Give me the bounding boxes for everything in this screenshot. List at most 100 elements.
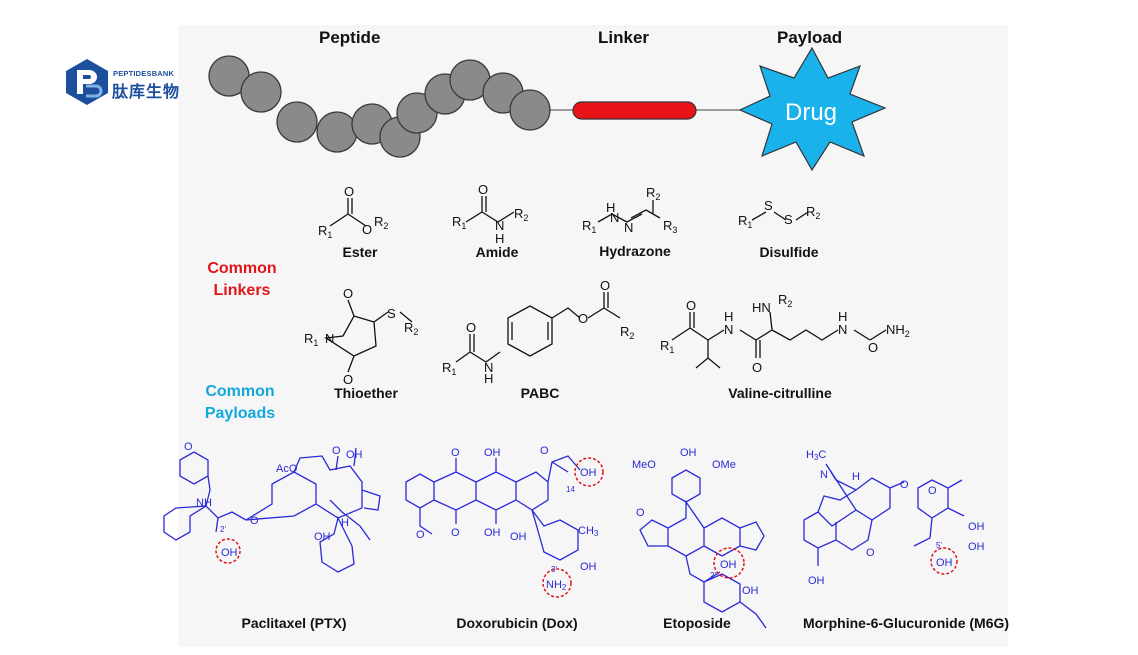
doxorubicin-bonds (405, 455, 581, 561)
payload-name-m6g: Morphine-6-Glucuronide (M6G) (802, 615, 1010, 631)
svg-text:H: H (606, 200, 615, 215)
svg-text:OH: OH (968, 541, 985, 553)
svg-text:NH: NH (196, 497, 212, 509)
svg-text:O: O (900, 479, 909, 491)
svg-text:N: N (495, 218, 504, 233)
svg-text:OH: OH (580, 561, 597, 573)
svg-text:H: H (724, 309, 733, 324)
svg-text:S: S (387, 306, 396, 321)
ester-bonds (329, 198, 367, 227)
svg-text:OH: OH (968, 521, 985, 533)
svg-text:2': 2' (710, 571, 716, 580)
svg-text:O: O (466, 320, 476, 335)
payload-name-doxorubicin: Doxorubicin (Dox) (456, 615, 578, 631)
svg-text:O: O (362, 222, 372, 237)
svg-text:OH: OH (346, 449, 363, 461)
common-payloads-title: Common Payloads (200, 381, 280, 425)
linker-structures: R1 O O R2 R1 O N H R2 R1 H N N R2 R3 R1 … (304, 182, 910, 387)
svg-text:N: N (624, 220, 633, 235)
eto-highlight (713, 547, 745, 579)
svg-text:O: O (578, 311, 588, 326)
section-line: Common (205, 383, 275, 400)
pb-hexagon-logo-icon (66, 59, 108, 105)
pabc-bonds (455, 292, 621, 363)
svg-text:N: N (820, 469, 828, 481)
svg-text:O: O (451, 527, 460, 539)
amide-bonds (465, 196, 515, 223)
linker-bar (572, 101, 697, 120)
svg-text:O: O (600, 278, 610, 293)
brand-name-en: PEPTIDESBANK (113, 69, 175, 78)
m6g-highlight (930, 547, 958, 575)
svg-text:O: O (344, 184, 354, 199)
section-line: Payloads (204, 405, 276, 422)
hydrazone-bonds (597, 200, 661, 223)
valcit-bonds (671, 311, 887, 369)
svg-text:H: H (852, 471, 860, 483)
svg-text:O: O (478, 182, 488, 197)
svg-text:O: O (343, 372, 353, 387)
svg-text:H: H (341, 517, 349, 529)
thioether-bonds (324, 299, 413, 373)
svg-text:H: H (495, 231, 504, 246)
svg-text:N: N (724, 322, 733, 337)
svg-text:OH: OH (580, 467, 597, 479)
svg-text:O: O (343, 286, 353, 301)
svg-text:O: O (451, 447, 460, 459)
payload-name-etoposide: Etoposide (663, 615, 731, 631)
svg-text:CH3: CH3 (578, 525, 599, 538)
svg-text:AcO: AcO (276, 463, 298, 475)
linker-name-valine-citrulline: Valine-citrulline (728, 385, 832, 401)
svg-text:O: O (866, 547, 875, 559)
svg-text:14: 14 (566, 485, 575, 494)
svg-text:O: O (868, 340, 878, 355)
drug-text: Drug (785, 99, 838, 126)
svg-text:N: N (484, 360, 493, 375)
svg-text:H: H (484, 371, 493, 386)
ptx-highlight (215, 538, 241, 564)
conjugate-diagram (208, 46, 887, 172)
svg-text:HN: HN (752, 300, 771, 315)
svg-text:N: N (325, 331, 334, 346)
linker-name-disulfide: Disulfide (759, 244, 819, 260)
peptide-bead (240, 71, 282, 113)
svg-text:3': 3' (551, 565, 557, 574)
svg-text:O: O (416, 529, 425, 541)
m6g-bonds (803, 463, 965, 566)
svg-text:O: O (332, 445, 341, 457)
dox-highlight-oh (574, 457, 604, 487)
svg-text:O: O (540, 445, 549, 457)
svg-text:O: O (752, 360, 762, 375)
svg-text:OH: OH (742, 585, 759, 597)
svg-text:OH: OH (720, 559, 737, 571)
svg-text:OH: OH (314, 531, 331, 543)
svg-text:O: O (686, 298, 696, 313)
drug-star (738, 46, 887, 172)
svg-text:NH2: NH2 (546, 579, 567, 592)
svg-text:5': 5' (936, 541, 942, 550)
svg-text:MeO: MeO (632, 459, 656, 471)
svg-text:S: S (764, 198, 773, 213)
svg-text:OH: OH (221, 547, 238, 559)
svg-text:OH: OH (484, 527, 501, 539)
linker-name-thioether: Thioether (334, 385, 398, 401)
peptide-label: Peptide (319, 28, 381, 47)
svg-text:N: N (610, 210, 619, 225)
dox-highlight-nh2 (542, 568, 572, 598)
svg-text:H: H (838, 309, 847, 324)
linker-name-hydrazone: Hydrazone (599, 243, 671, 259)
svg-text:H3C: H3C (806, 449, 826, 462)
svg-text:S: S (784, 212, 793, 227)
peptide-bead (276, 101, 318, 143)
svg-text:NH2: NH2 (886, 322, 910, 339)
paclitaxel-bonds (163, 447, 381, 573)
payload-label: Payload (777, 28, 843, 47)
svg-text:OH: OH (510, 531, 527, 543)
common-linkers-title: Common Linkers (203, 258, 281, 302)
linker-name-amide: Amide (475, 244, 519, 260)
linker-label: Linker (598, 28, 650, 47)
svg-text:OH: OH (680, 447, 697, 459)
svg-text:OMe: OMe (712, 459, 736, 471)
